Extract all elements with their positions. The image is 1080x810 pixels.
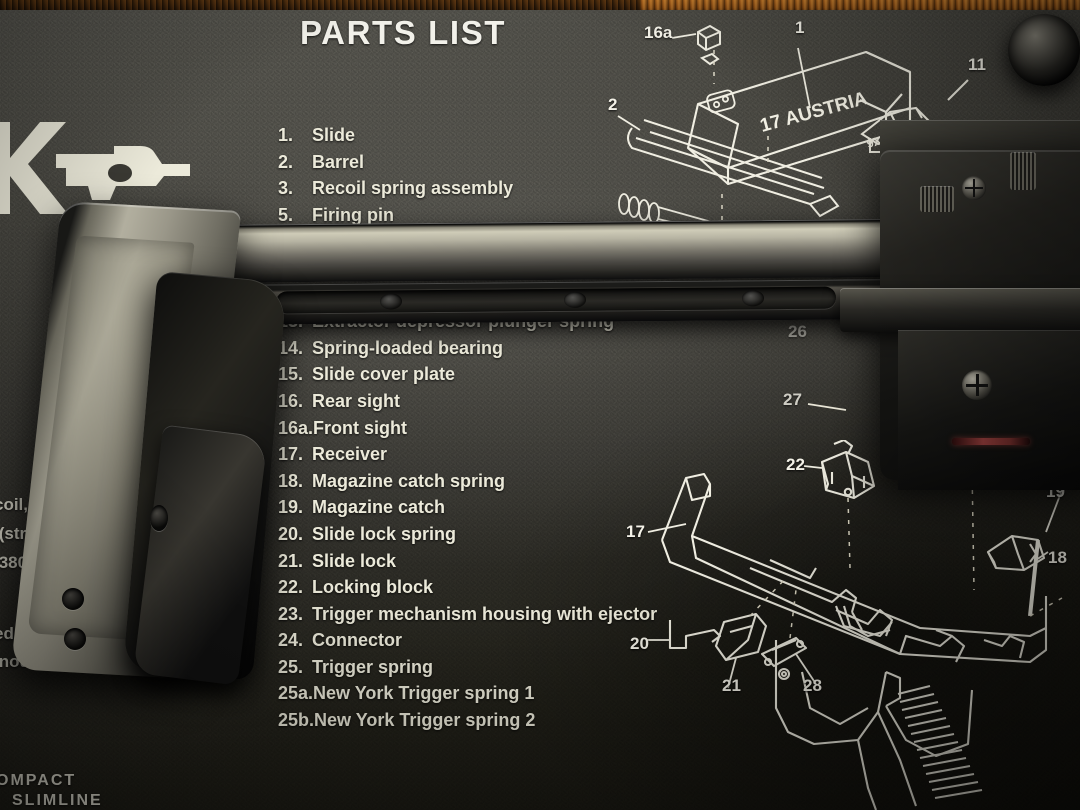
part-number: 23.	[278, 603, 304, 624]
part-name: Magazine catch spring	[312, 470, 506, 491]
brace-slot	[150, 505, 168, 531]
callout-17: 17	[626, 522, 645, 541]
part-name: Slide cover plate	[312, 364, 456, 385]
page-title: PARTS LIST	[300, 14, 507, 51]
knurled-nut	[1010, 152, 1036, 190]
part-name: New York Trigger spring 1	[313, 683, 535, 704]
part-list-item: 15. Slide cover plate	[278, 361, 698, 388]
receiver-lower	[898, 330, 1080, 490]
part-list-item: 16. Rear sight	[278, 388, 698, 415]
rail-detent	[379, 293, 403, 310]
callout-18: 18	[1048, 548, 1067, 567]
brace-hole-lower	[64, 628, 86, 650]
brace-hole-upper	[62, 588, 84, 610]
part-number: 17.	[278, 444, 304, 465]
part-list-item: 16a.Front sight	[278, 415, 698, 442]
knurled-knob	[920, 186, 954, 212]
callout-11: 11	[968, 55, 986, 74]
part-number: 15.	[278, 364, 304, 385]
part-number: 22.	[278, 577, 304, 598]
part-name: Slide	[312, 125, 356, 145]
part-name: Connector	[312, 630, 402, 651]
callout-16a: 16a	[644, 23, 673, 42]
part-name: Receiver	[312, 444, 388, 465]
part-number: 21.	[278, 550, 304, 571]
part-name: Firing pin	[312, 204, 394, 225]
receiver-diagram	[600, 440, 1080, 810]
callout-28: 28	[803, 676, 822, 695]
part-number: 25a.	[278, 683, 314, 704]
part-name: Rear sight	[312, 390, 401, 411]
part-name: Spring-loaded bearing	[312, 337, 504, 358]
mat-label-slimline: SLIMLINE	[12, 792, 103, 809]
part-number: 16a.	[278, 417, 314, 438]
part-number: 3.	[278, 178, 294, 199]
part-number: 24.	[278, 630, 304, 651]
optic-housing	[1008, 14, 1080, 86]
part-name: Slide lock spring	[312, 523, 457, 544]
part-name: Magazine catch	[312, 497, 446, 518]
left-snippet-2: l(str	[0, 524, 27, 543]
part-name: New York Trigger spring 2	[314, 710, 536, 731]
left-snippet-1: coil,	[0, 495, 29, 514]
part-number: 18.	[278, 470, 304, 491]
rail-detent	[741, 290, 765, 307]
part-name: Recoil spring assembly	[312, 178, 514, 199]
callout-27: 27	[783, 390, 802, 409]
callout-22: 22	[786, 455, 805, 474]
callout-1: 1	[795, 18, 805, 37]
part-number: 20.	[278, 523, 304, 544]
part-list-item: 14. Spring-loaded bearing	[278, 335, 698, 362]
part-name: Slide lock	[312, 550, 397, 571]
part-number: 2.	[278, 151, 294, 172]
part-number: 25.	[278, 656, 304, 677]
receiver-extension-tube	[149, 218, 941, 284]
part-number: 16.	[278, 390, 304, 411]
part-name: Trigger spring	[312, 656, 434, 677]
callout-27-leader	[807, 403, 847, 411]
rail-detent	[563, 291, 587, 308]
part-number: 19.	[278, 497, 304, 518]
red-accent-marker	[952, 438, 1030, 445]
part-name: Barrel	[312, 151, 365, 172]
part-number: 14.	[278, 337, 304, 358]
screw-head-upper	[962, 176, 986, 200]
part-number: 1.	[278, 125, 294, 145]
part-name: Locking block	[312, 577, 434, 598]
screw-head-lower	[962, 370, 992, 400]
mat-label-compact: OMPACT	[0, 772, 77, 789]
callout-26: 26	[788, 322, 807, 341]
receiver-shelf	[840, 288, 1080, 332]
callout-21: 21	[722, 676, 741, 695]
callout-20: 20	[630, 634, 649, 653]
part-number: 25b.	[278, 710, 315, 731]
callout-2: 2	[608, 95, 618, 114]
part-name: Front sight	[313, 417, 408, 438]
